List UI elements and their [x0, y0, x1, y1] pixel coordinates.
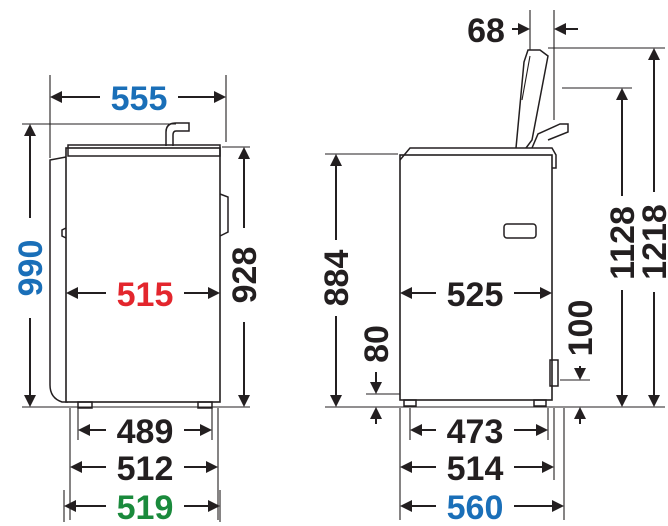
front-left-knob	[61, 227, 67, 239]
front-foot-right	[197, 401, 213, 409]
dim-foot-span: 489	[117, 413, 174, 451]
front-body	[65, 147, 221, 403]
side-foot-front	[403, 399, 417, 407]
side-view: 68 884 80 525 100 1128	[318, 10, 668, 526]
dim-body-height: 928	[226, 247, 264, 304]
dim-full-width: 519	[117, 489, 174, 526]
dim-side-foot-span: 473	[447, 413, 504, 451]
front-foot-left	[77, 401, 93, 409]
side-panel-button	[503, 223, 537, 239]
front-top-lid	[67, 144, 221, 157]
dim-lid-offset: 68	[467, 12, 505, 50]
dim-base-depth: 514	[447, 450, 504, 488]
dim-side-body-height: 884	[318, 250, 356, 307]
side-rear-bump	[549, 359, 559, 387]
dim-lid-open-inner-height: 1128	[604, 206, 642, 280]
dim-bottom-clearance: 80	[358, 325, 396, 363]
front-water-inlet	[165, 122, 190, 146]
side-foot-rear	[533, 399, 547, 407]
side-open-lid	[515, 49, 549, 149]
side-water-inlet	[531, 123, 569, 149]
dim-rear-clearance: 100	[562, 300, 600, 357]
dim-full-depth: 560	[447, 489, 504, 526]
dim-overall-height: 990	[12, 240, 50, 297]
front-view: 555 990 515 928 489 512	[12, 75, 264, 526]
side-top-rim	[399, 147, 557, 169]
dim-base-width: 512	[117, 450, 174, 488]
dim-inner-width: 515	[117, 276, 174, 314]
dim-overall-width: 555	[111, 80, 168, 118]
front-hose	[49, 156, 68, 403]
side-body	[399, 154, 553, 401]
front-side-knob	[219, 193, 229, 237]
dim-lid-open-total-height: 1218	[636, 204, 668, 280]
dim-depth: 525	[447, 276, 504, 314]
